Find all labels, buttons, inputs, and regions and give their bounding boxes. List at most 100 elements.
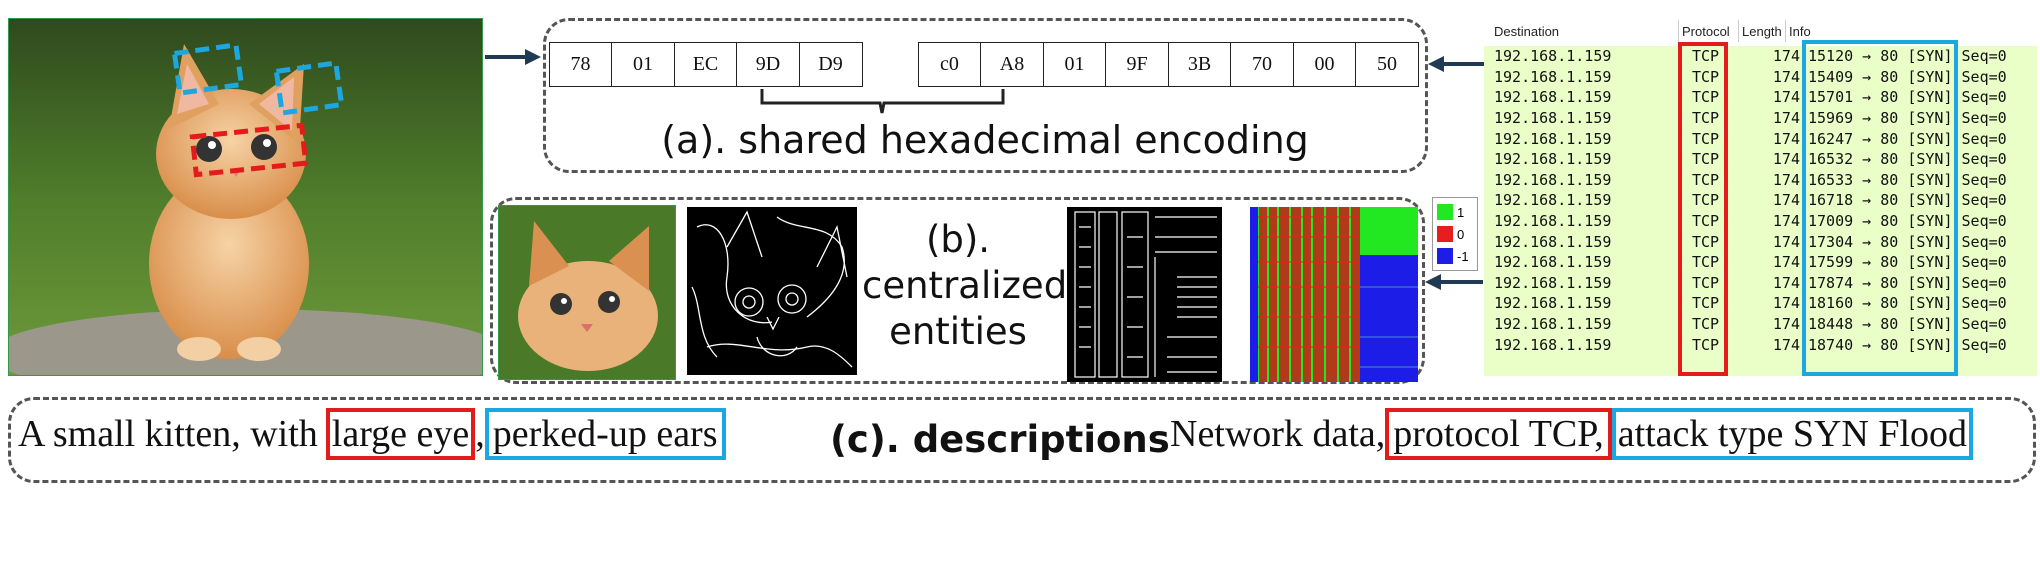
table-cell-len: 174 xyxy=(1772,232,1800,251)
table-cell-dest: 192.168.1.159 xyxy=(1494,212,1612,231)
net-desc-prefix: Network data, xyxy=(1170,413,1386,455)
table-cell-len: 174 xyxy=(1772,170,1800,189)
hex-cell: 70 xyxy=(1230,42,1294,87)
legend-item: 1 xyxy=(1437,201,1473,223)
table-cell-proto: TCP xyxy=(1692,129,1720,148)
table-cell-len: 174 xyxy=(1772,129,1800,148)
table-cell-dest: 192.168.1.159 xyxy=(1494,253,1612,272)
table-cell-proto: TCP xyxy=(1692,294,1720,313)
table-cell-dest: 192.168.1.159 xyxy=(1494,109,1612,128)
entities-box xyxy=(490,197,1425,384)
header-length: Length xyxy=(1742,24,1782,39)
caption-b-line3: entities xyxy=(889,310,1027,353)
table-cell-dest: 192.168.1.159 xyxy=(1494,335,1612,354)
table-cell-proto: TCP xyxy=(1692,253,1720,272)
kitten-photo xyxy=(8,18,483,376)
table-cell-dest: 192.168.1.159 xyxy=(1494,315,1612,334)
table-cell-dest: 192.168.1.159 xyxy=(1494,129,1612,148)
table-cell-len: 174 xyxy=(1772,335,1800,354)
eye-highlight xyxy=(189,122,309,178)
table-cell-proto: TCP xyxy=(1692,315,1720,334)
table-cell-dest: 192.168.1.159 xyxy=(1494,232,1612,251)
table-cell-len: 174 xyxy=(1772,294,1800,313)
hex-cell: c0 xyxy=(917,42,982,87)
table-cell-len: 174 xyxy=(1772,88,1800,107)
table-cell-proto: TCP xyxy=(1692,335,1720,354)
kitten-thumb-illustration xyxy=(499,206,675,379)
net-desc-red: protocol TCP, xyxy=(1385,408,1612,460)
table-cell-dest: 192.168.1.159 xyxy=(1494,150,1612,169)
heatmap-legend: 1 0 -1 xyxy=(1432,197,1478,271)
table-cell-proto: TCP xyxy=(1692,47,1720,66)
hex-cell: 9D xyxy=(736,42,800,87)
arrow-left-icon xyxy=(1428,56,1484,72)
caption-a: (a). shared hexadecimal encoding xyxy=(661,118,1309,162)
table-cell-proto: TCP xyxy=(1692,88,1720,107)
kitten-desc-blue: perked-up ears xyxy=(484,408,726,460)
heatmap-network xyxy=(1250,207,1418,382)
ear-highlight-left xyxy=(171,42,245,96)
header-info: Info xyxy=(1789,24,1811,39)
caption-c: (c). descriptions xyxy=(830,418,1170,461)
table-cell-len: 174 xyxy=(1772,212,1800,231)
caption-b-line1: (b). xyxy=(925,218,991,261)
table-cell-proto: TCP xyxy=(1692,150,1720,169)
hex-cell: D9 xyxy=(798,42,863,87)
caption-b-line2: centralized xyxy=(862,264,1068,307)
kitten-description: A small kitten, with large eye , perked-… xyxy=(18,408,726,460)
table-cell-dest: 192.168.1.159 xyxy=(1494,170,1612,189)
table-cell-dest: 192.168.1.159 xyxy=(1494,67,1612,86)
protocol-column-highlight xyxy=(1678,42,1728,376)
legend-label: -1 xyxy=(1457,248,1469,264)
table-cell-len: 174 xyxy=(1772,273,1800,292)
table-cell-len: 174 xyxy=(1772,109,1800,128)
table-cell-len: 174 xyxy=(1772,150,1800,169)
arrow-left-icon-2 xyxy=(1425,274,1483,290)
hex-cell: 50 xyxy=(1355,42,1419,87)
hex-cell: 3B xyxy=(1167,42,1232,87)
header-protocol: Protocol xyxy=(1682,24,1730,39)
net-desc-blue: attack type SYN Flood xyxy=(1611,408,1974,460)
kitten-thumbnail xyxy=(498,205,676,380)
info-column-highlight xyxy=(1802,40,1958,376)
table-cell-len: 174 xyxy=(1772,315,1800,334)
table-cell-len: 174 xyxy=(1772,191,1800,210)
kitten-desc-prefix: A small kitten, with xyxy=(18,413,318,455)
ear-highlight-right xyxy=(273,60,345,116)
table-cell-proto: TCP xyxy=(1692,273,1720,292)
table-cell-dest: 192.168.1.159 xyxy=(1494,294,1612,313)
brace-icon xyxy=(760,89,1005,114)
table-cell-proto: TCP xyxy=(1692,232,1720,251)
edge-map-illustration xyxy=(691,210,853,368)
table-cell-proto: TCP xyxy=(1692,67,1720,86)
table-cell-len: 174 xyxy=(1772,253,1800,272)
table-cell-proto: TCP xyxy=(1692,191,1720,210)
table-cell-proto: TCP xyxy=(1692,109,1720,128)
table-cell-dest: 192.168.1.159 xyxy=(1494,273,1612,292)
hex-cell: 78 xyxy=(548,42,613,87)
legend-label: 0 xyxy=(1457,226,1465,242)
hex-cell: 9F xyxy=(1105,42,1169,87)
hex-cell: EC xyxy=(673,42,738,87)
hex-encoding-box xyxy=(543,18,1428,173)
heatmap-illustration xyxy=(1250,207,1418,382)
network-description: Network data, protocol TCP, attack type … xyxy=(1170,408,1974,460)
hex-cell: 01 xyxy=(611,42,675,87)
hex-cell: 00 xyxy=(1292,42,1357,87)
table-cell-proto: TCP xyxy=(1692,212,1720,231)
table-cell-len: 174 xyxy=(1772,47,1800,66)
network-edge-illustration xyxy=(1074,211,1217,378)
table-cell-dest: 192.168.1.159 xyxy=(1494,47,1612,66)
arrow-right-icon xyxy=(485,49,541,65)
kitten-illustration xyxy=(9,19,482,375)
descriptions-box xyxy=(8,397,2036,483)
packet-table: Destination Protocol Length Info 192.168… xyxy=(1484,18,2037,376)
table-cell-len: 174 xyxy=(1772,67,1800,86)
header-destination: Destination xyxy=(1494,24,1560,39)
legend-swatch xyxy=(1437,226,1453,242)
legend-item: -1 xyxy=(1437,245,1473,267)
hex-cell: A8 xyxy=(980,42,1044,87)
legend-item: 0 xyxy=(1437,223,1473,245)
